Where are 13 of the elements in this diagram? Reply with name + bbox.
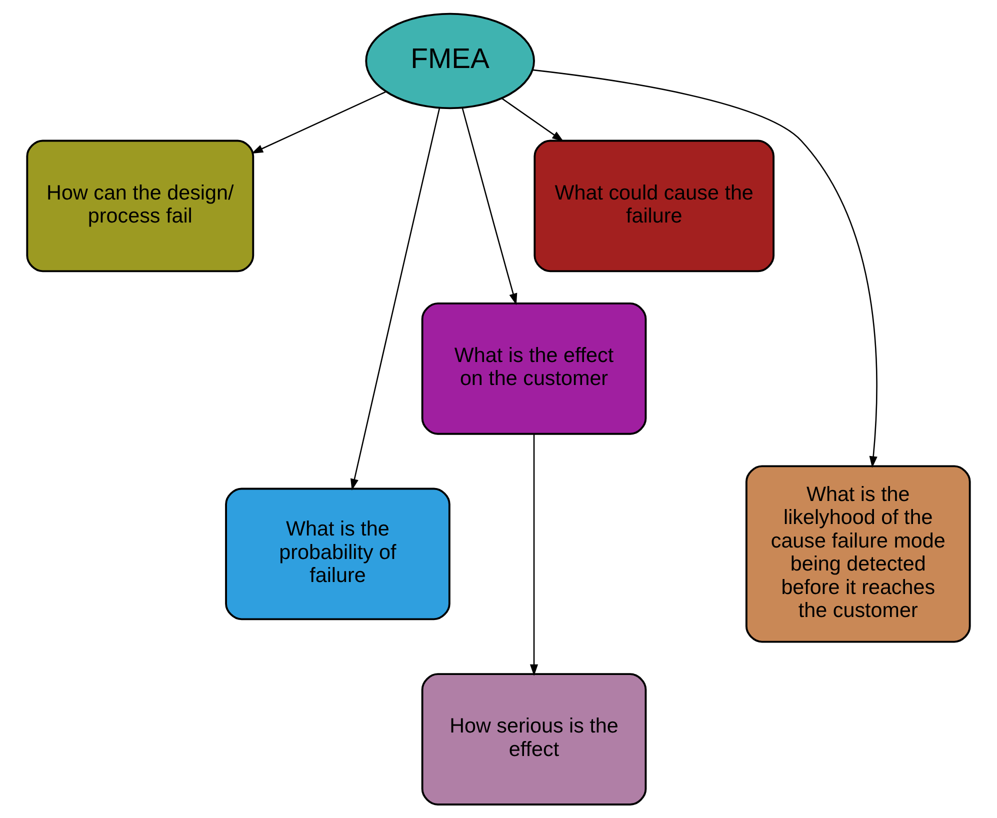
arrow [350, 108, 440, 491]
arrow [532, 69, 878, 468]
arrow [530, 434, 538, 676]
arrow [502, 98, 564, 142]
node-ellipse: FMEA [365, 12, 535, 110]
node-box: What is the probability of failure [225, 488, 450, 620]
node-box: What could cause the failure [534, 140, 775, 272]
arrow [251, 91, 386, 154]
arrow [462, 108, 518, 306]
node-box: What is the effect on the customer [421, 302, 647, 435]
node-box: What is the likelyhood of the cause failure mode being detected before it reaches the customer [745, 465, 971, 643]
node-box: How serious is the effect [421, 673, 647, 806]
node-box: How can the design/ process fail [26, 140, 254, 272]
